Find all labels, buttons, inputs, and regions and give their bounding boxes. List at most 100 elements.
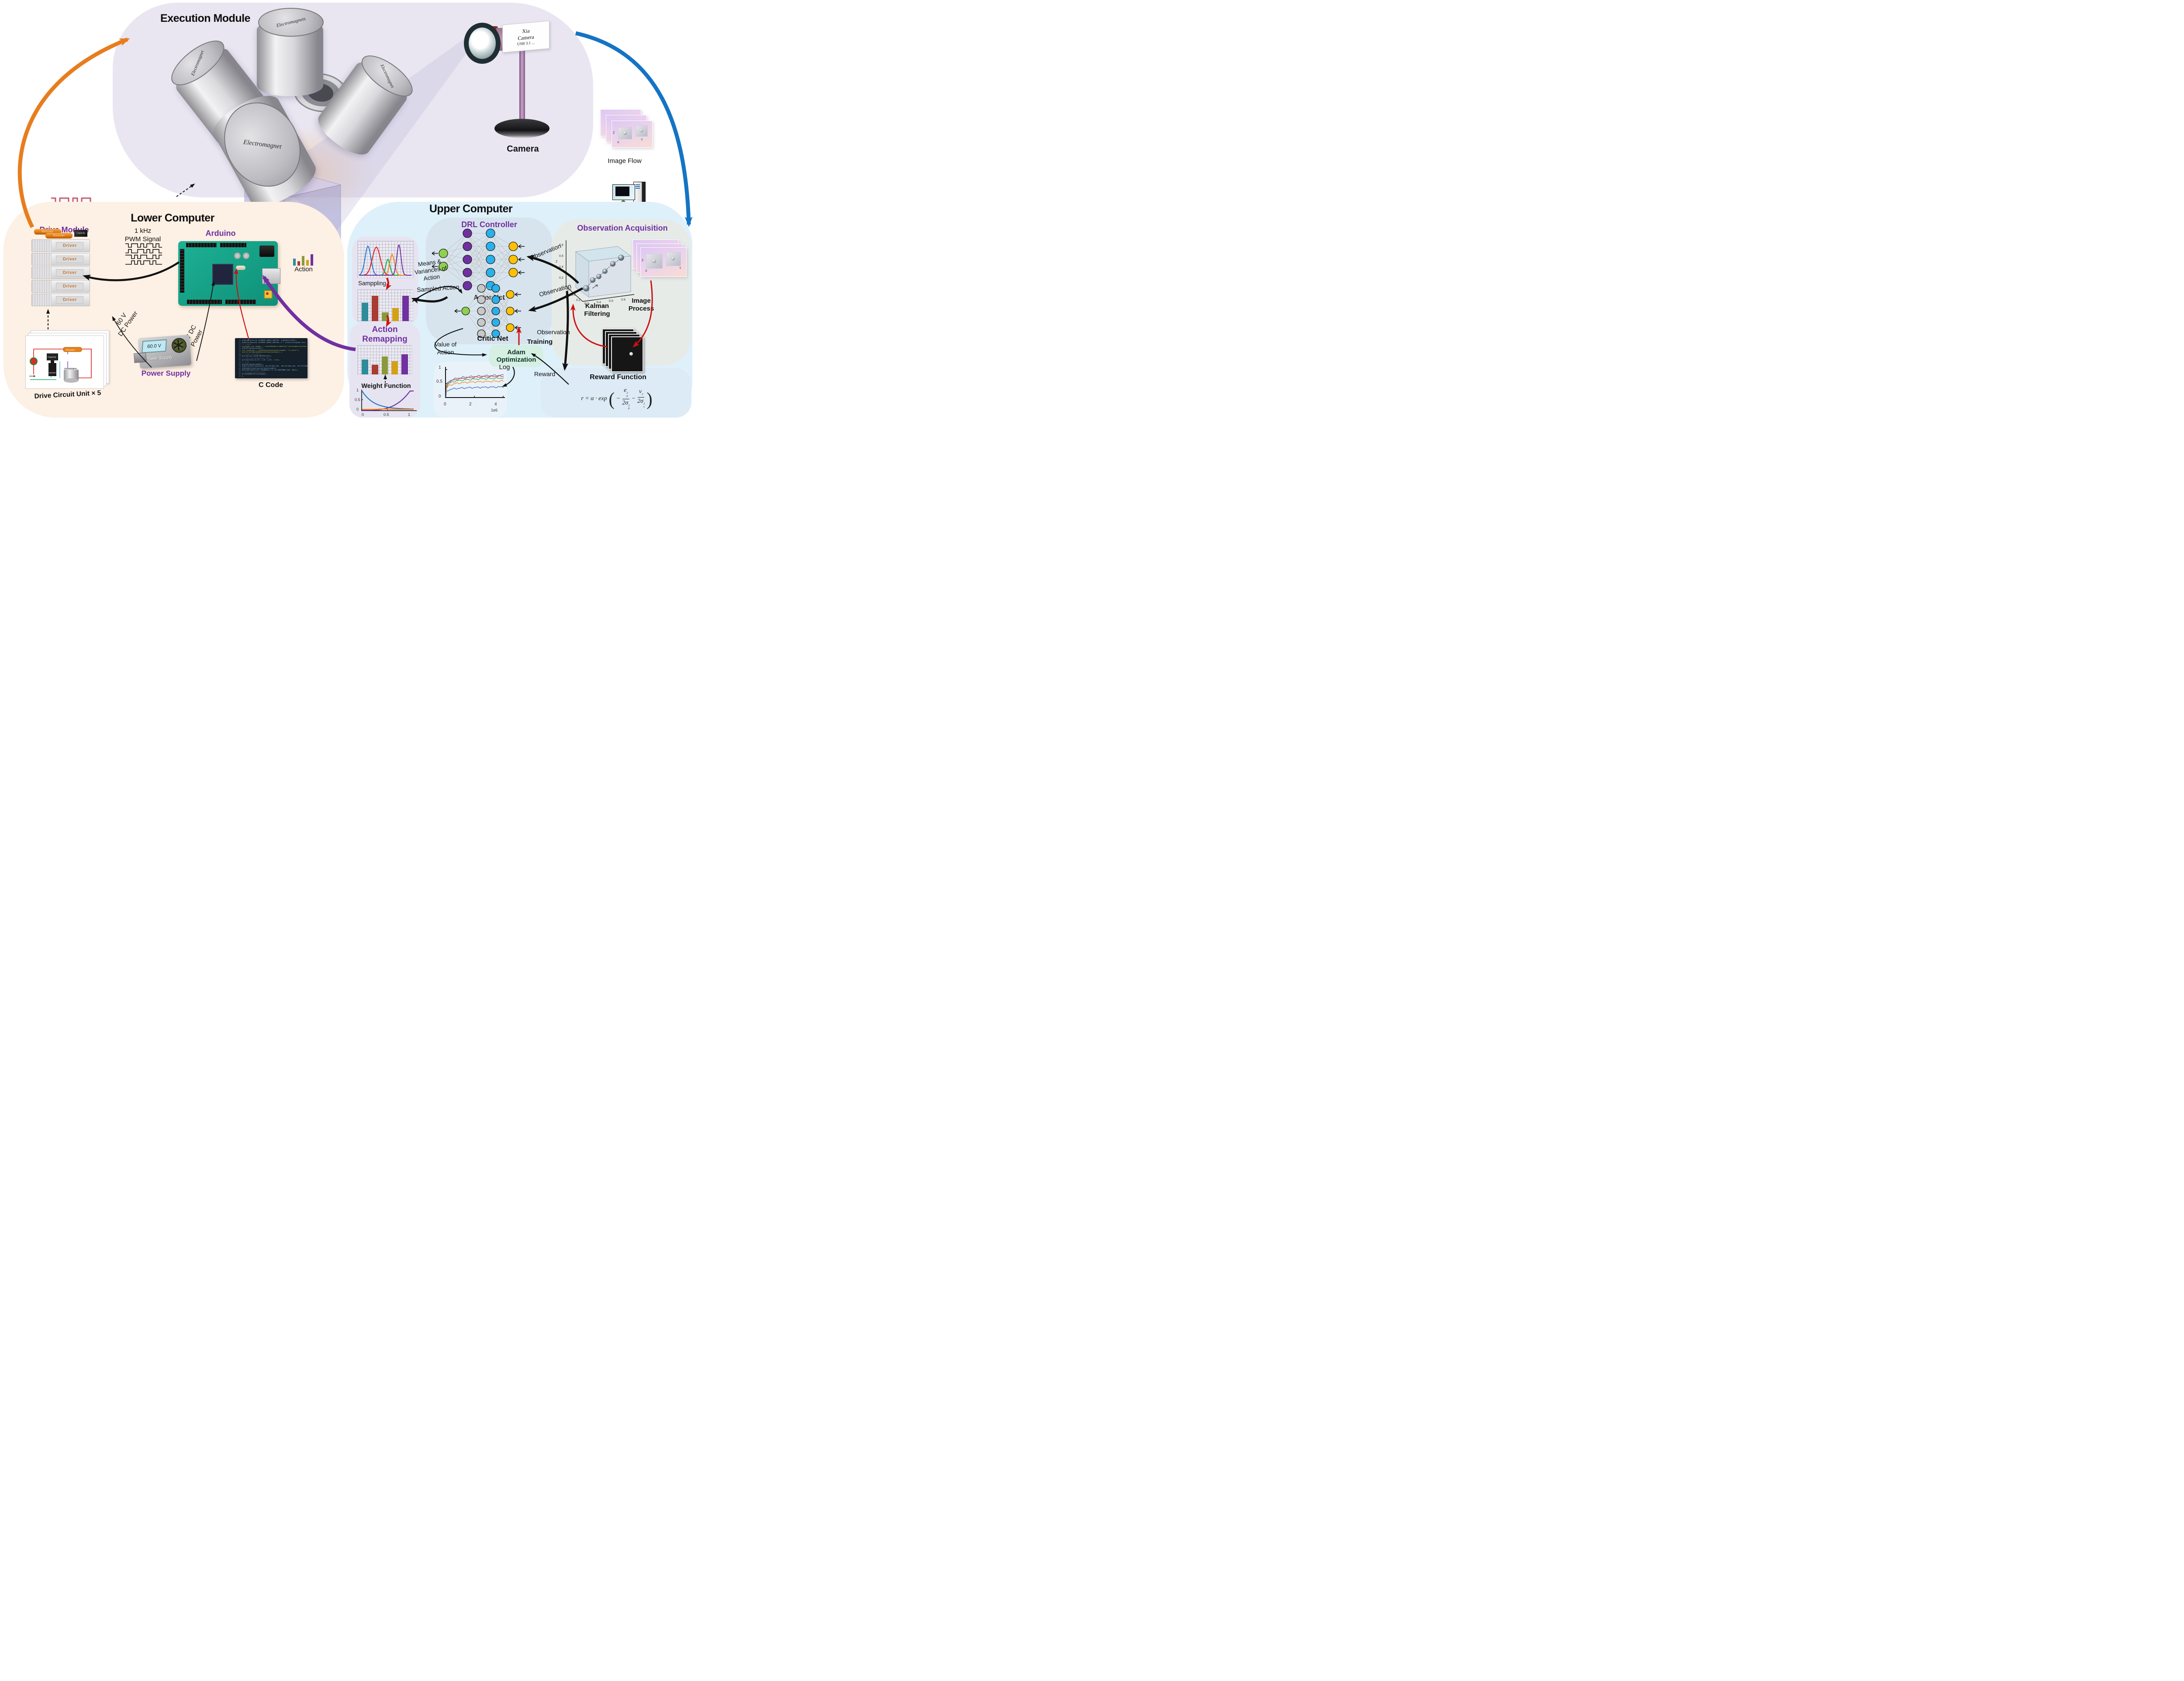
driver-heatsink [32,267,52,279]
critic-net-label: Critic Net [477,335,508,342]
bar [301,256,305,266]
monitor-screen [615,187,629,196]
cube-y-axis: Y [565,294,567,297]
net-node [506,323,515,332]
net-link [467,233,491,286]
gauss-plot [357,241,414,278]
net-node [463,281,472,291]
pwm-wave [125,249,162,253]
camera-body-box: Xia Camera USB 3.1 ... [502,21,549,53]
net-link [465,288,482,311]
value-of-action-label: Value of Action [428,341,463,356]
electromagnet-front-label: Electromagnet [243,138,282,150]
remapped-bars-plot [357,345,412,375]
lc-exp-label: 1e6 [491,408,498,412]
upper-computer-title: Upper Computer [429,203,513,215]
frac1-den-sup: 2 [628,404,630,407]
code-line: 31// sets the background color [238,356,271,359]
microrobot-dot [640,129,643,132]
net-link [467,259,491,286]
net-input-arrow [515,325,521,330]
driver-unit: Driver [31,239,90,252]
drive-circuit-stack: Resistor Capacity MOSFET Electromagnet [25,330,113,391]
power-supply-display-value: 60.0 V [147,343,162,349]
net-node [491,307,500,315]
cube-z-axis: Z [556,260,558,263]
circuit-card: Resistor Capacity MOSFET Electromagnet [25,336,104,389]
camera-caption: Camera [507,144,539,154]
cube-ztick: 0.4 [559,266,563,269]
lc-ytick-0: 0 [439,394,441,399]
driver-heatsink [32,240,52,252]
bar [381,356,388,374]
c-code-caption: C Code [259,381,283,389]
drive-module-stack: Resister Resister Capacity Driver Driver… [31,229,90,306]
gauss-curve [359,244,411,276]
cube-ztick: 0.6 [559,255,563,258]
capacity-icon: Capacity [74,230,87,237]
processed-dot [629,352,633,356]
bar [371,364,378,374]
net-link [443,246,468,267]
weight-axes [361,390,417,411]
weight-curve-rise [362,390,414,411]
bar [391,361,398,374]
kalman-line1: Kalman [585,302,609,310]
formula-lparen: ( [608,388,615,409]
cube-xtick: 0.6 [609,300,613,303]
net-node [508,255,518,264]
net-node [491,284,500,293]
image-process-label: Image Process [619,297,663,313]
arduino-header-pins [180,249,184,293]
cube-xtick: 0.2 [584,302,589,305]
lc-xtick-4: 4 [494,402,497,407]
net-output-arrow [454,309,461,313]
driver-plate: Driver [56,256,84,263]
pwm-wave [125,243,162,248]
processed-frames-stack [602,329,646,372]
cube-ytick: 0.4 [571,294,576,297]
arduino-header-pins [186,243,217,247]
frac2-num-sup: 2 [642,393,643,396]
cube-xtick: 0.4 [597,301,601,304]
net-node [486,268,495,277]
electromagnet-top: Electromagnets [257,8,324,96]
net-link [443,233,468,254]
camera-pole [519,49,525,126]
arduino-header-pins [225,300,256,304]
driver-heatsink [32,253,52,265]
net-node [477,318,486,327]
training-label: Training [527,338,553,346]
gauss-curve [359,246,411,276]
power-supply-device: 60.0 V Power Supply [134,334,192,369]
frac2-den-sub: v [643,405,645,408]
circuit-mosfet-label: MOSFET [49,372,57,374]
bar [401,354,408,374]
arduino-capacitor [234,252,241,259]
driver-unit: Driver [31,253,90,266]
formula-prefix: r = α · exp [581,395,607,402]
value-of-action-line2: Action [437,348,454,356]
cube-ytick: 0.2 [576,299,581,302]
net-node [439,262,448,271]
net-node [508,242,518,251]
execution-module-title: Execution Module [160,12,250,24]
power-supply-terminal [134,353,147,363]
electromagnet-right-label: Electromagnet [379,63,395,89]
tower-slot [636,184,640,185]
bar [293,258,296,266]
arduino-title: Arduino [205,229,236,238]
net-node [439,249,448,258]
image-process-line1: Image [632,297,651,304]
axis-y-label: Y [641,138,643,142]
obs-image-frames: Z X Y [632,239,691,287]
driver-plate: Driver [56,283,84,290]
net-node [491,295,500,304]
action-bars-icon [290,252,316,266]
image-frame-square [636,125,648,137]
action-remapping-line2: Remapping [362,334,408,344]
gauss-curves [359,244,411,276]
kalman-filtering-label: Kalman Filtering [573,302,621,318]
